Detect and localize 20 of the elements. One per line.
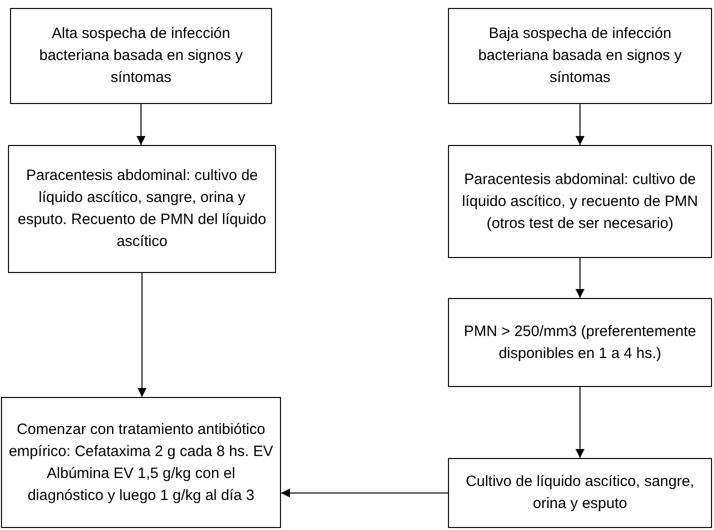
box-text: PMN > 250/mm3 (preferentemente disponibles en 1 a 4 hs.) xyxy=(462,322,698,364)
box-text: Alta sospecha de infección bacteriana basada en signos y síntomas xyxy=(38,24,244,88)
box-text: Paracentesis abdominal: cultivo de líquido ascítico, y recuento de PMN (otros test de ser necesario) xyxy=(461,170,699,234)
process-box xyxy=(8,145,276,273)
process-box xyxy=(10,8,272,104)
process-box xyxy=(448,298,712,387)
arrow xyxy=(576,104,584,146)
arrow xyxy=(136,104,146,146)
box-text: Baja sospecha de infección bacteriana basada en signos y síntomas xyxy=(477,24,683,88)
process-box xyxy=(448,145,712,258)
arrow xyxy=(280,488,448,498)
box-text: Cultivo de líquido ascítico, sangre, orina y esputo xyxy=(464,472,696,514)
arrow xyxy=(576,386,584,458)
arrow xyxy=(576,258,584,298)
process-box xyxy=(1,397,281,528)
box-text: Comenzar con tratamiento antibiótico empírico: Cefataxima 2 g cada 8 hs. EV Albúmina EV 1,5 g/kg con el diagnóstico y luego 1 g/kg al día 3 xyxy=(8,420,274,506)
process-box xyxy=(448,458,712,528)
box-text: Paracentesis abdominal: cultivo de líquido ascítico, sangre, orina y esputo. Recuento de PMN del líquido ascítico xyxy=(17,166,267,252)
arrow xyxy=(138,272,146,398)
process-box xyxy=(448,8,712,104)
